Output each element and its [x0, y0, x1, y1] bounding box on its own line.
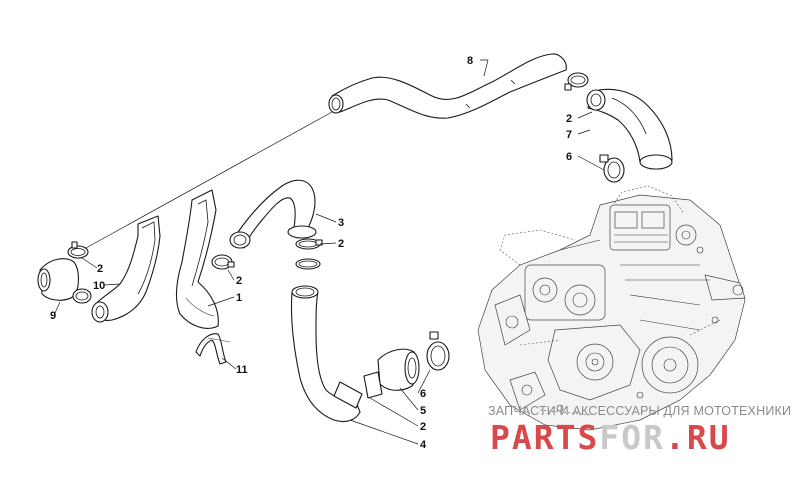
callout-9: 9	[50, 310, 56, 322]
clamp-part-2-left-lower	[72, 288, 92, 304]
clamp-part-2-center	[211, 254, 235, 270]
alignment-line	[85, 111, 333, 249]
watermark-logo-for: FOR	[599, 418, 665, 457]
part-4-lower-hose	[290, 285, 363, 423]
callout-leaders	[54, 59, 605, 445]
callout-1: 1	[236, 292, 242, 304]
callout-labels: 8 2 7 6 3 2 2 10 2 1 9 11 6 5 2 4	[50, 55, 572, 451]
clamp-part-6-upper	[599, 154, 625, 183]
part-9-rubber-boot	[37, 258, 80, 301]
callout-2-c: 2	[97, 263, 103, 275]
callout-8: 8	[467, 55, 473, 67]
callout-6-b: 6	[420, 388, 426, 400]
watermark-logo-parts: PARTS	[490, 418, 600, 457]
callout-6-a: 6	[566, 151, 572, 163]
part-3-upper-hose	[229, 179, 317, 249]
callout-2-e: 2	[420, 421, 426, 433]
callout-5: 5	[420, 405, 426, 417]
callout-10: 10	[93, 280, 105, 292]
part-1-duct-housing	[175, 189, 219, 329]
clamp-part-6-lower	[426, 331, 450, 371]
clamp-part-2-lower	[363, 371, 383, 399]
engine-assembly	[477, 185, 746, 431]
callout-11: 11	[236, 364, 248, 376]
part-8-upper-duct	[328, 53, 567, 119]
clamp-part-2-upper-duct	[564, 72, 589, 91]
callout-2-d: 2	[236, 275, 242, 287]
callout-7: 7	[566, 129, 572, 141]
part-7-upper-elbow	[586, 88, 673, 170]
part-10-inlet-duct	[91, 215, 161, 323]
part-11-strap	[195, 333, 231, 365]
clamp-part-2-hose-mid	[295, 258, 321, 270]
watermark-logo: PARTSFOR.RU	[490, 418, 731, 457]
callout-2-b: 2	[338, 238, 344, 250]
part-5-coupling	[377, 348, 420, 391]
callout-4: 4	[420, 439, 427, 451]
clamp-part-2-hose-top	[295, 238, 323, 250]
callout-3: 3	[338, 217, 344, 229]
clamp-part-2-left-upper	[67, 241, 89, 259]
watermark-caption: ЗАПЧАСТИ И АКСЕССУАРЫ ДЛЯ МОТОТЕХНИКИ	[488, 404, 792, 418]
callout-2-a: 2	[566, 113, 572, 125]
watermark-logo-ru: .RU	[664, 418, 731, 457]
